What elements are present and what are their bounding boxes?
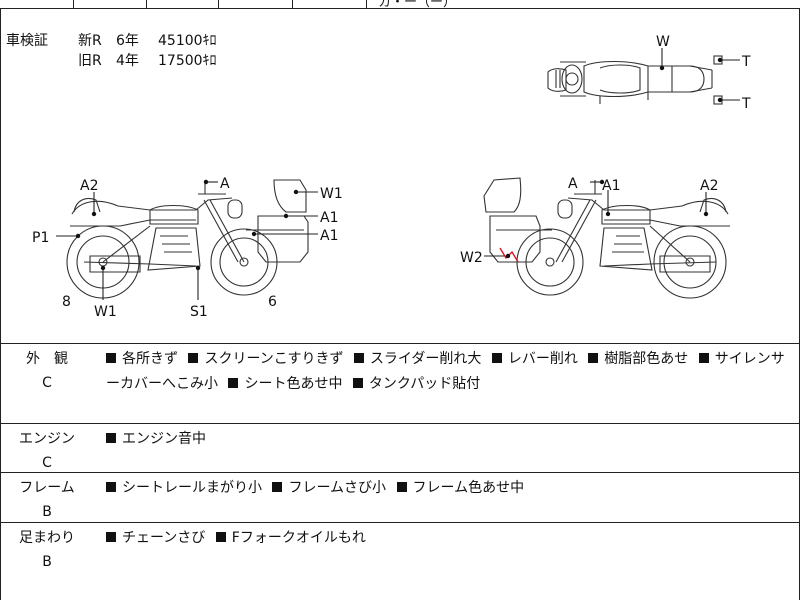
bullet-square-icon: [491, 353, 502, 363]
bullet-square-icon: [106, 482, 116, 492]
bullet-square-icon: [353, 353, 364, 363]
section-divider: [0, 522, 800, 523]
header-table-strip: カ・ー（ー）: [0, 0, 800, 10]
motorcycle-damage-diagram: W T T A2 A W1 A1 A1 P1 8 W1 S1 6 A A1 A2…: [32, 34, 751, 320]
header-divider: [146, 0, 147, 8]
condition-item: スクリーンこすりきず: [188, 351, 343, 367]
motorcycle-top-view: [547, 55, 723, 105]
engine-section: エンジン C エンジン音中: [0, 427, 800, 472]
callout-label: A2: [700, 178, 718, 194]
bullet-square-icon: [215, 532, 226, 542]
condition-item: エンジン音中: [106, 431, 206, 447]
section-category: 外 観 C: [0, 347, 94, 395]
callout-label: A: [568, 176, 578, 192]
motorcycle-right-view: [483, 177, 730, 299]
header-divider: [292, 0, 293, 8]
section-items: 各所きず スクリーンこすりきず スライダー削れ大 レバー削れ 樹脂部色あせ サイ…: [106, 347, 792, 397]
bullet-square-icon: [106, 532, 116, 542]
callout-leaders: [56, 48, 740, 300]
frame-section: フレーム B シートレールまがり小 フレームさび小 フレーム色あせ中: [0, 476, 800, 522]
inspection-years: 6年: [116, 33, 139, 49]
bullet-square-icon: [272, 482, 283, 492]
category-label: 足まわり: [19, 530, 75, 546]
condition-item: サイレンサーカバーへこみ小: [106, 351, 785, 392]
condition-item: Fフォークオイルもれ: [215, 530, 366, 546]
callout-label: W1: [94, 304, 117, 320]
bullet-square-icon: [228, 378, 239, 388]
section-divider: [0, 472, 800, 473]
header-divider: [366, 0, 367, 8]
bullet-square-icon: [106, 353, 116, 363]
callout-label: 6: [268, 294, 277, 310]
callout-label: P1: [32, 230, 49, 246]
category-grade: C: [42, 455, 52, 471]
callout-label: T: [741, 54, 751, 70]
inspection-mileage: 45100ｷﾛ: [158, 33, 217, 49]
condition-item: フレーム色あせ中: [396, 480, 524, 496]
callout-label: A: [220, 176, 230, 192]
appearance-section: 外 観 C 各所きず スクリーンこすりきず スライダー削れ大 レバー削れ 樹脂部…: [0, 347, 800, 423]
callout-label: A1: [602, 178, 620, 194]
section-divider: [0, 343, 800, 344]
inspection-type: 旧R: [78, 53, 102, 69]
condition-item: チェーンさび: [106, 530, 205, 546]
condition-item: 各所きず: [106, 351, 178, 367]
inspection-type: 新R: [78, 33, 102, 49]
bullet-square-icon: [106, 433, 116, 443]
inspection-row: 旧R 4年 17500ｷﾛ: [78, 52, 248, 71]
section-category: 足まわり B: [0, 526, 94, 574]
section-items: エンジン音中: [106, 427, 792, 452]
bullet-square-icon: [188, 353, 199, 363]
callout-label: W2: [460, 250, 483, 266]
header-divider: [218, 0, 219, 8]
category-grade: B: [42, 504, 52, 520]
bullet-square-icon: [698, 353, 709, 363]
section-divider: [0, 423, 800, 424]
motorcycle-left-view: [66, 179, 309, 299]
callout-label: T: [741, 96, 751, 112]
callout-label: W1: [320, 186, 343, 202]
inspection-mileage: 17500ｷﾛ: [158, 53, 217, 69]
inspection-row: 新R 6年 45100ｷﾛ: [78, 32, 248, 51]
suspension-section: 足まわり B チェーンさび Fフォークオイルもれ: [0, 526, 800, 596]
condition-item: シート色あせ中: [228, 376, 342, 392]
category-grade: B: [42, 554, 52, 570]
header-clipped-text: カ・ー（ー）: [378, 0, 457, 10]
condition-item: フレームさび小: [272, 480, 386, 496]
header-divider: [73, 0, 74, 8]
bullet-square-icon: [396, 482, 407, 492]
section-category: フレーム B: [0, 476, 94, 524]
callout-label: 8: [62, 294, 71, 310]
category-grade: C: [42, 375, 52, 391]
section-items: チェーンさび Fフォークオイルもれ: [106, 526, 792, 551]
condition-item: シートレールまがり小: [106, 480, 262, 496]
category-label: エンジン: [19, 431, 75, 447]
callout-label: S1: [190, 304, 208, 320]
condition-item: 樹脂部色あせ: [588, 351, 688, 367]
section-items: シートレールまがり小 フレームさび小 フレーム色あせ中: [106, 476, 792, 501]
condition-item: タンクパッド貼付: [352, 376, 480, 392]
inspection-label: 車検証: [6, 33, 48, 49]
condition-item: スライダー削れ大: [353, 351, 481, 367]
callout-label: A2: [80, 178, 98, 194]
callout-label: W: [656, 34, 670, 50]
callout-label: A1: [320, 228, 338, 244]
callout-label: A1: [320, 210, 338, 226]
inspection-years: 4年: [116, 53, 139, 69]
category-label: フレーム: [19, 480, 75, 496]
bullet-square-icon: [588, 353, 599, 363]
category-label: 外 観: [26, 351, 68, 367]
bullet-square-icon: [352, 378, 363, 388]
section-category: エンジン C: [0, 427, 94, 475]
condition-item: レバー削れ: [491, 351, 578, 367]
